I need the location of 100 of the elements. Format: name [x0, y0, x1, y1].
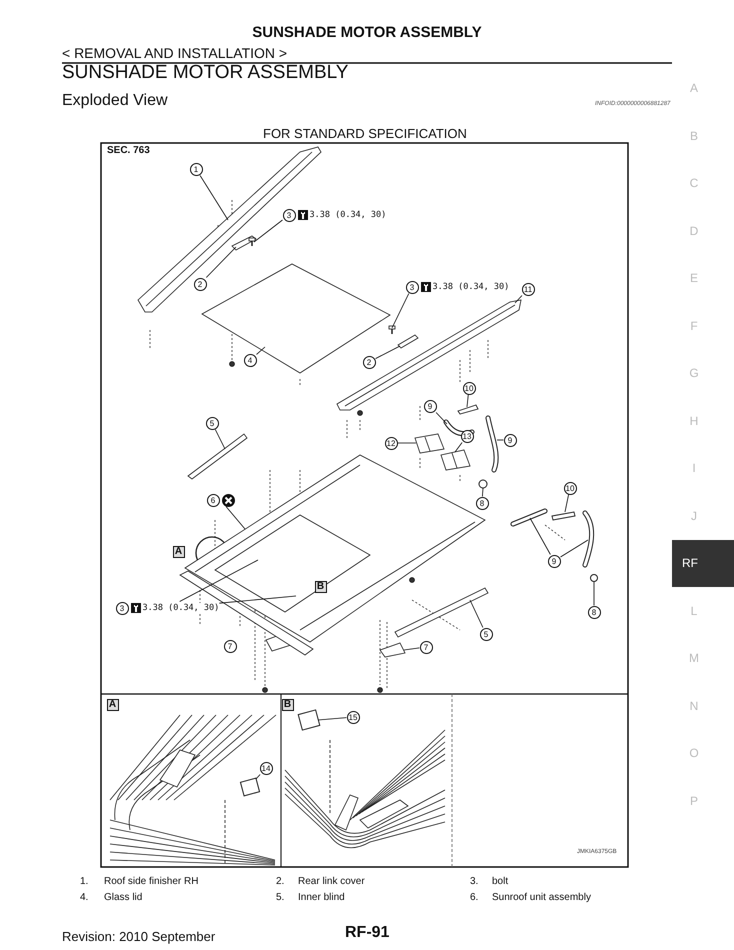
detail-marker: A — [106, 698, 118, 710]
part-name: Inner blind — [298, 892, 345, 903]
callout-number: 6 — [206, 494, 220, 506]
detail-marker: A — [172, 546, 184, 558]
drain-hose — [441, 417, 477, 439]
switch — [297, 708, 321, 731]
leader-line — [254, 220, 283, 242]
chapter-index-letter: E — [688, 271, 699, 285]
chapter-index-letter: A — [688, 81, 699, 95]
glass-lid — [200, 262, 392, 375]
chapter-index-letter: G — [688, 366, 700, 380]
grommet — [589, 573, 599, 583]
link-cover — [396, 333, 420, 350]
leader-line — [514, 295, 522, 304]
callout-number: 10 — [564, 482, 576, 494]
chapter-index-letter: N — [688, 698, 700, 712]
leader-line — [482, 488, 484, 497]
leader-line — [214, 429, 226, 450]
chapter-index-letter: O — [688, 746, 700, 760]
callout-number: 7 — [224, 640, 236, 652]
leader-line — [375, 346, 400, 359]
leader-line — [226, 506, 246, 530]
drain-hose — [508, 506, 550, 529]
part-name: Roof side finisher RH — [104, 876, 198, 887]
leader-line — [397, 442, 416, 444]
callout-number: 13 — [460, 430, 474, 442]
part-name: Glass lid — [104, 892, 142, 903]
callout-number: 5 — [206, 416, 218, 430]
callout-number: 14 — [260, 762, 272, 774]
leader-line — [206, 246, 236, 278]
chapter-index-letter: L — [690, 604, 698, 618]
callout-number: 8 — [588, 606, 600, 618]
motor — [439, 448, 472, 472]
chapter-index-letter: H — [688, 414, 700, 428]
leader-line — [392, 293, 410, 328]
chapter-index-letter: P — [688, 794, 699, 808]
chapter-index-letter: I — [691, 461, 697, 475]
motor — [413, 432, 446, 455]
chapter-index-letter: M — [688, 651, 700, 665]
leader-line — [564, 494, 569, 512]
leader-line — [256, 774, 260, 780]
parts-list-number: 3. — [470, 876, 478, 887]
parts-list-number: 6. — [470, 892, 478, 903]
revision-date: Revision: 2010 September — [62, 929, 216, 944]
callout-number: 5 — [480, 628, 492, 640]
leader-line — [530, 518, 551, 555]
chapter-tab: RF — [672, 540, 734, 587]
callout-number: 9 — [504, 434, 516, 446]
page-number: RF-91 — [345, 924, 390, 942]
hose-clip — [456, 403, 480, 416]
parts-list-number: 2. — [276, 876, 284, 887]
callout-number: 2 — [194, 278, 206, 290]
leader-line — [318, 717, 347, 720]
part-name: Sunroof unit assembly — [492, 892, 591, 903]
hose-clip — [550, 510, 577, 522]
leader-line — [466, 394, 469, 408]
leader-line — [218, 596, 296, 604]
callout-number: 11 — [522, 282, 534, 296]
section-path: < REMOVAL AND INSTALLATION > — [62, 45, 288, 61]
callout-number: 9 — [548, 554, 560, 568]
leader-line — [404, 648, 420, 650]
grommet — [478, 479, 488, 489]
subsection-heading: Exploded View — [62, 92, 168, 110]
parts-list-number: 4. — [80, 892, 88, 903]
inner-blind — [186, 432, 249, 481]
callout-number: 1 — [190, 162, 202, 176]
callout-number: 12 — [384, 436, 398, 450]
torque-value: 3.38 (0.34, 30) — [432, 282, 510, 292]
callout-number: 10 — [462, 382, 476, 394]
callout-number: 7 — [420, 640, 432, 654]
chapter-index-letter: J — [690, 508, 698, 522]
callout-number: 3 — [406, 280, 418, 294]
leader-line — [560, 540, 588, 558]
leader-line — [179, 560, 258, 602]
page-title: SUNSHADE MOTOR ASSEMBLY — [251, 24, 483, 41]
detail-marker: B — [282, 698, 294, 710]
section-heading: SUNSHADE MOTOR ASSEMBLY — [62, 62, 348, 84]
callout-number: 9 — [424, 400, 436, 412]
callout-number: 4 — [244, 354, 256, 366]
part-name: bolt — [492, 876, 508, 887]
torque-value: 3.38 (0.34, 30) — [310, 210, 386, 220]
callout-number: 15 — [346, 710, 360, 724]
chapter-index-letter: B — [688, 128, 699, 142]
part-name: Rear link cover — [298, 876, 365, 887]
inner-blind — [393, 586, 490, 639]
drain-hose — [580, 508, 597, 570]
section-number: SEC. 763 — [107, 145, 150, 156]
bolt — [247, 237, 257, 247]
callout-number: 3 — [116, 602, 128, 614]
chapter-index-letter: C — [688, 176, 700, 190]
callout-number: 8 — [476, 496, 488, 510]
leader-line — [454, 442, 462, 452]
torque-value: 3.38 (0.34, 30) — [142, 603, 220, 613]
leader-line — [436, 412, 448, 424]
bolt — [387, 325, 397, 335]
roof-side-finisher — [335, 298, 523, 412]
leader-line — [256, 346, 266, 355]
chapter-index-letter: F — [689, 318, 699, 332]
parts-list-number: 1. — [80, 876, 88, 887]
parts-list-number: 5. — [276, 892, 284, 903]
